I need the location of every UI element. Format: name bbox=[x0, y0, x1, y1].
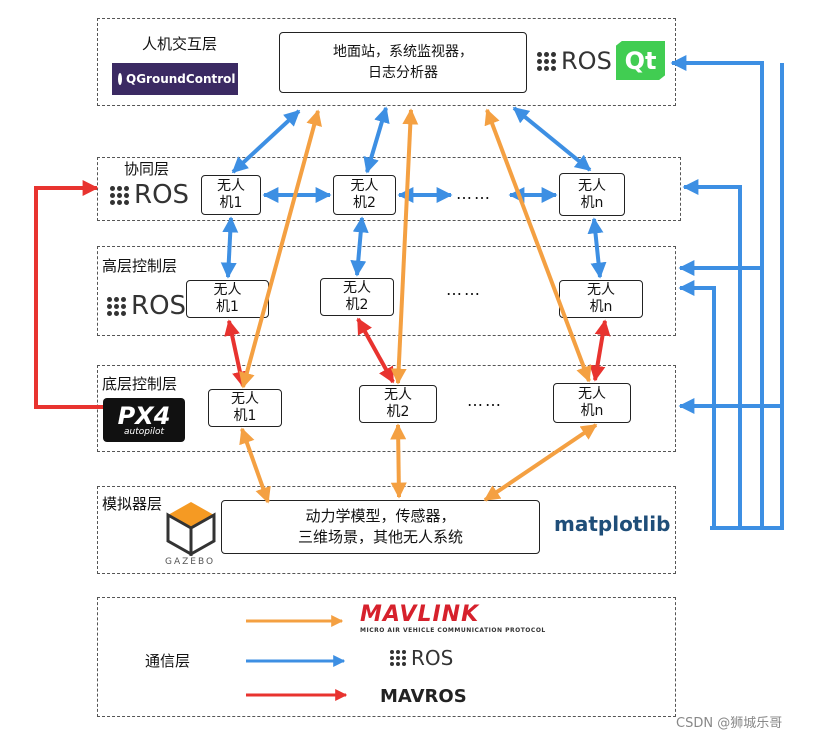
qt-logo: Qt bbox=[616, 41, 665, 80]
arrow-hmi-coop-2 bbox=[363, 106, 390, 174]
arrow-coop-high-1 bbox=[220, 216, 239, 279]
comm-layer-label: 通信层 bbox=[145, 652, 191, 670]
arrow-low-sim-n bbox=[483, 423, 598, 502]
qgroundcontrol-logo: QGroundControl bbox=[112, 63, 238, 95]
ros-logo-hmi: ROS bbox=[537, 47, 612, 75]
ros-logo-text: ROS bbox=[134, 180, 190, 210]
arrow-high-low-2 bbox=[356, 317, 395, 384]
mavlink-logo: MAVLINK MICRO AIR VEHICLE COMMUNICATION … bbox=[360, 602, 546, 634]
px4-autopilot-logo: PX4 autopilot bbox=[103, 398, 185, 442]
ros-logo-text: ROS bbox=[131, 291, 187, 321]
high-uav-1-line2: 机1 bbox=[216, 299, 239, 315]
coop-ellipsis: …… bbox=[456, 184, 492, 203]
ros-dots-icon bbox=[390, 650, 406, 666]
px4-logo-subtext: autopilot bbox=[123, 426, 164, 437]
arrow-hmi-coop-n bbox=[512, 106, 592, 172]
high-uav-2-line2: 机2 bbox=[345, 297, 369, 313]
matplotlib-logo: matplotlib bbox=[554, 512, 671, 536]
arrow-hmi-coop-1 bbox=[231, 109, 301, 174]
px4-logo-text: PX4 bbox=[117, 401, 171, 430]
coop-uav-2: 无人 机2 bbox=[333, 175, 396, 215]
arrow-high-low-n bbox=[589, 319, 611, 382]
high-uav-n-line2: 机n bbox=[589, 299, 613, 315]
high-uav-2-line1: 无人 bbox=[343, 280, 371, 296]
mavros-label: MAVROS bbox=[380, 686, 467, 707]
arrow-low-sim-1 bbox=[239, 427, 271, 504]
low-uav-2-line2: 机2 bbox=[386, 404, 410, 420]
mavlink-logo-subtext: MICRO AIR VEHICLE COMMUNICATION PROTOCOL bbox=[360, 627, 546, 634]
sim-center-line1: 动力学模型，传感器， bbox=[305, 507, 456, 525]
hmi-layer-label: 人机交互层 bbox=[142, 35, 218, 53]
coop-uav-1-line1: 无人 bbox=[217, 178, 245, 194]
arrow-mpl-hmi-b bbox=[710, 63, 784, 530]
arrow-mpl-hmi-a bbox=[670, 55, 764, 530]
low-uav-1: 无人 机1 bbox=[208, 389, 282, 427]
qgc-logo-text: QGroundControl bbox=[126, 72, 236, 86]
low-uav-1-line2: 机1 bbox=[233, 408, 257, 424]
high-control-layer-label: 高层控制层 bbox=[102, 257, 178, 275]
simulator-layer-label: 模拟器层 bbox=[102, 495, 163, 513]
arrow-coop-high-2 bbox=[350, 216, 369, 277]
arrow-px4-coop-loop bbox=[34, 180, 103, 409]
ground-station-box: 地面站，系统监视器， 日志分析器 bbox=[279, 32, 527, 93]
coop-uav-2-line2: 机2 bbox=[353, 195, 376, 211]
low-uav-2-line1: 无人 bbox=[384, 387, 412, 403]
qgc-q-icon bbox=[118, 73, 122, 85]
ros-dots-icon bbox=[107, 296, 126, 316]
low-uav-n-line2: 机n bbox=[580, 403, 604, 419]
ros-logo-text: ROS bbox=[411, 646, 454, 670]
ground-station-line2: 日志分析器 bbox=[368, 64, 438, 81]
ros-dots-icon bbox=[537, 51, 556, 71]
low-uav-n-line1: 无人 bbox=[578, 386, 606, 402]
ros-logo-comm: ROS bbox=[390, 646, 453, 670]
high-uav-1-line1: 无人 bbox=[213, 282, 242, 298]
coop-layer-label: 协同层 bbox=[124, 160, 170, 178]
arrow-low-hmi-2 bbox=[390, 108, 419, 385]
low-ellipsis: …… bbox=[467, 391, 503, 410]
arrow-mpl-high-a bbox=[678, 260, 764, 530]
coop-uav-1-line2: 机1 bbox=[219, 195, 243, 211]
high-ellipsis: …… bbox=[446, 280, 482, 299]
low-control-layer-label: 底层控制层 bbox=[102, 375, 178, 393]
sim-center-line2: 三维场景，其他无人系统 bbox=[297, 528, 463, 546]
ros-logo-text: ROS bbox=[561, 47, 612, 75]
arrow-low-sim-2 bbox=[390, 423, 407, 499]
low-uav-1-line1: 无人 bbox=[231, 391, 259, 407]
comm-layer bbox=[97, 597, 676, 717]
ros-logo-high: ROS bbox=[107, 291, 186, 321]
ros-logo-coop: ROS bbox=[110, 180, 189, 210]
arrow-low-hmi-n bbox=[484, 108, 592, 383]
arrow-mpl-low bbox=[678, 398, 784, 530]
simulator-layer bbox=[97, 486, 676, 574]
ros-dots-icon bbox=[110, 185, 129, 205]
high-uav-2: 无人 机2 bbox=[320, 278, 394, 316]
gazebo-logo-text: GAZEBO bbox=[165, 557, 216, 567]
high-uav-n-line1: 无人 bbox=[587, 282, 615, 298]
coop-uav-2-line1: 无人 bbox=[350, 178, 379, 194]
arrow-coop-high-n bbox=[587, 217, 607, 279]
mavlink-logo-text: MAVLINK bbox=[360, 602, 480, 627]
low-uav-n: 无人 机n bbox=[553, 383, 631, 423]
arrow-high-low-1 bbox=[224, 319, 248, 388]
gazebo-icon bbox=[166, 502, 216, 556]
sim-center-box: 动力学模型，传感器， 三维场景，其他无人系统 bbox=[221, 500, 540, 554]
ground-station-line1: 地面站，系统监视器， bbox=[333, 43, 473, 60]
low-uav-2: 无人 机2 bbox=[359, 385, 437, 423]
arrow-low-hmi-1 bbox=[239, 109, 322, 389]
credit-text: CSDN @狮城乐哥 bbox=[676, 716, 783, 731]
